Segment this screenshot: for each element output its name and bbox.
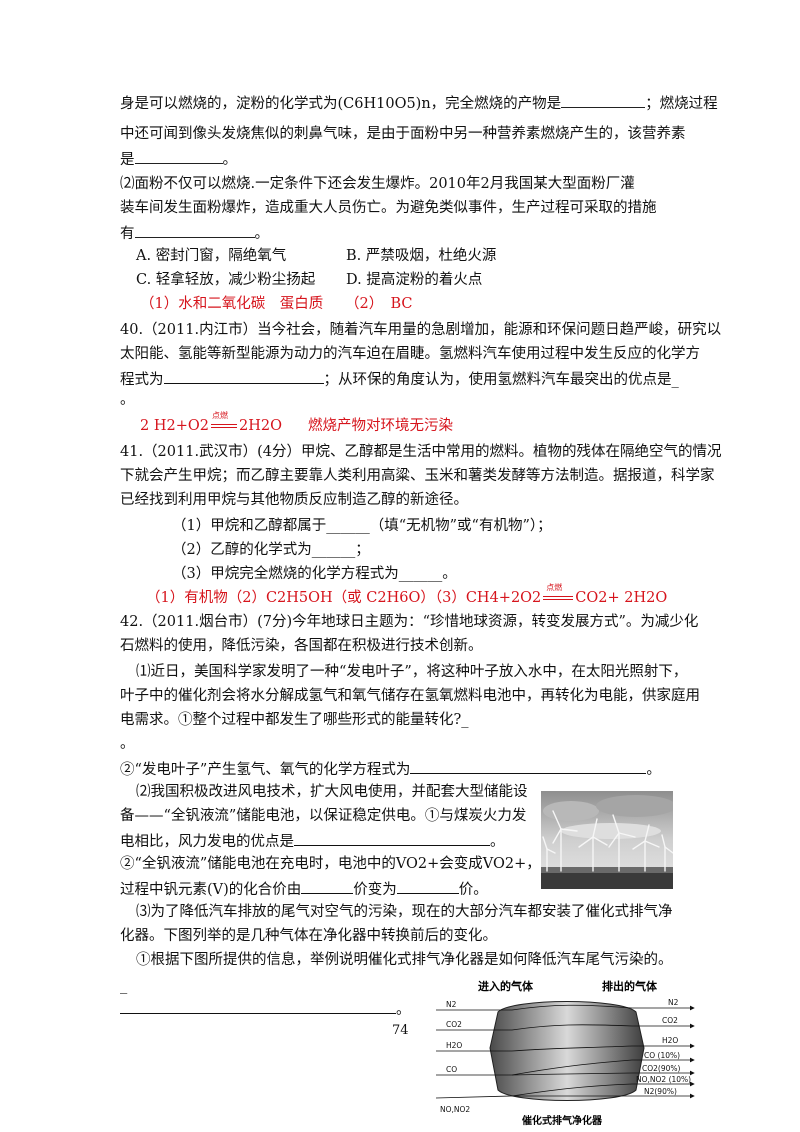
answer-blank[interactable] (134, 222, 255, 238)
answer-blank[interactable] (561, 92, 646, 108)
text: 。 (396, 1002, 411, 1018)
answer-blank[interactable] (301, 878, 354, 894)
input-h2o: H2O (446, 1041, 462, 1050)
text-line: 40.（2011.内江市）当今社会，随着汽车用量的急剧增加，能源和环保问题日趋严… (120, 322, 722, 338)
answer-blank[interactable] (294, 830, 490, 846)
text: 价变为 (353, 882, 397, 898)
reaction-arrow: 点燃 (541, 583, 575, 608)
text-line: 石燃料的使用，降低污染，各国都在积极进行技术创新。 (120, 638, 483, 654)
text-line: ⑴近日，美国科学家发明了一种“发电叶子”，将这种叶子放入水中，在太阳光照射下， (136, 664, 688, 680)
output-n2-converted: N2(90%) (644, 1087, 677, 1096)
text: 。 (490, 834, 505, 850)
text-line: 过程中钒元素(V)的化合价由 价变为 价。 (120, 878, 488, 900)
answer-blank[interactable] (410, 758, 647, 774)
option-b: B. 严禁吸烟，杜绝火源 (346, 248, 497, 264)
text: 电相比，风力发电的优点是 (120, 834, 294, 850)
text-line: （1）甲烷和乙醇都属于______（填“无机物”或“有机物”）； (172, 518, 552, 534)
output-h2o: H2O (662, 1036, 678, 1045)
text: 。 (646, 762, 661, 778)
option-a: A. 密封门窗，隔绝氧气 (136, 248, 287, 264)
text: 是 (120, 152, 135, 168)
page-number: 74 (392, 1023, 409, 1038)
text-line: 化器。下图列举的是几种气体在净化器中转换前后的变化。 (120, 928, 497, 944)
text-line: ⑵面粉不仅可以燃烧.一定条件下还会发生爆炸。2010年2月我国某大型面粉厂灌 (120, 176, 635, 192)
text-line: 叶子中的催化剂会将水分解成氢气和氧气储存在氢氧燃料电池中，再转化为电能，供家庭用 (120, 688, 700, 704)
text-line: _ (120, 978, 128, 994)
input-nox: NO,NO2 (440, 1105, 470, 1114)
input-co2: CO2 (446, 1020, 462, 1029)
text-line: （2）乙醇的化学式为______； (172, 542, 370, 558)
text-line: ⑵我国积极改进风电技术，扩大风电使用，并配套大型储能设 (136, 784, 528, 800)
catalytic-converter-diagram: 进入的气体 排出的气体 N2 CO2 H2O CO NO,NO2 N2 CO2 … (435, 979, 695, 1127)
answer-blank[interactable] (396, 878, 459, 894)
text-line: 。 (120, 998, 411, 1020)
answer-41: （1）有机物（2）C2H5OH（或 C2H6O）（3）CH4+2O2 点燃 CO2+… (146, 583, 668, 608)
text-line: 太阳能、氢能等新型能源为动力的汽车迫在眉睫。氢燃料汽车使用过程中发生反应的化学方 (120, 346, 700, 362)
answer-39: （1）水和二氧化碳 蛋白质 （2） BC (140, 296, 413, 312)
answer-blank[interactable] (120, 998, 396, 1014)
text-line: 42.（2011.烟台市）(7分)今年地球日主题为：“珍惜地球资源，转变发展方式… (120, 614, 699, 630)
reaction-arrow: 点燃 (209, 411, 239, 436)
text-line: 是。 (120, 148, 237, 170)
text: 程式为 (120, 372, 164, 388)
output-co2-converted: CO2(90%) (642, 1064, 681, 1073)
condition-label: 点燃 (546, 583, 563, 592)
text: 身是可以燃烧的，淀粉的化学式为(C6H10O5)n，完全燃烧的产物是 (120, 96, 562, 112)
input-n2: N2 (446, 1000, 457, 1009)
text-line: 装车间发生面粉爆炸，造成重大人员伤亡。为避免类似事件，生产过程可采取的措施 (120, 200, 657, 216)
text-line: 。 (120, 392, 135, 408)
answer-text: 燃烧产物对环境无污染 (307, 418, 453, 434)
answer-blank[interactable] (163, 368, 324, 384)
converter-body (489, 1001, 645, 1101)
text: ②“发电叶子”产生氢气、氧气的化学方程式为 (120, 762, 411, 778)
answer-blank[interactable] (134, 148, 223, 164)
text: ；从环保的角度认为，使用氢燃料汽车最突出的优点是_ (323, 372, 679, 388)
text-line: 程式为 ；从环保的角度认为，使用氢燃料汽车最突出的优点是_ (120, 368, 679, 390)
text-line: 备——“全钒液流”储能电池，以保证稳定供电。①与煤炭火力发 (120, 808, 527, 824)
equation-right: CO2+ 2H2O (575, 590, 668, 606)
text: 价。 (458, 882, 488, 898)
equation-left: 2 H2+O2 (140, 418, 209, 434)
output-co: CO (10%) (644, 1051, 680, 1060)
text-line: ②“发电叶子”产生氢气、氧气的化学方程式为 。 (120, 758, 661, 780)
text-line: （3）甲烷完全燃烧的化学方程式为______。 (172, 566, 457, 582)
text-line: 身是可以燃烧的，淀粉的化学式为(C6H10O5)n，完全燃烧的产物是 ；燃烧过程 (120, 92, 718, 114)
text-line: ⑶为了降低汽车排放的尾气对空气的污染，现在的大部分汽车都安装了催化式排气净 (136, 904, 673, 920)
option-c: C. 轻拿轻放，减少粉尘扬起 (136, 272, 316, 288)
text: ；燃烧过程 (645, 96, 718, 112)
text-line: 中还可闻到像头发烧焦似的刺鼻气味，是由于面粉中另一种营养素燃烧产生的，该营养素 (120, 126, 686, 142)
text-line: 电相比，风力发电的优点是 。 (120, 830, 505, 852)
text: 过程中钒元素(V)的化合价由 (120, 882, 302, 898)
outputs-heading: 排出的气体 (602, 979, 658, 993)
text-line: 电需求。①整个过程中都发生了哪些形式的能量转化?_ (120, 712, 469, 728)
equation-left: （1）有机物（2）C2H5OH（或 C2H6O）（3）CH4+2O2 (146, 590, 542, 606)
input-co: CO (446, 1065, 457, 1074)
output-co2: CO2 (662, 1016, 678, 1025)
text-line: 41.（2011.武汉市）(4分）甲烷、乙醇都是生活中常用的燃料。植物的残体在隔… (120, 444, 722, 460)
text-line: 下就会产生甲烷；而乙醇主要靠人类利用高粱、玉米和薯类发酵等方法制造。据报道，科学… (120, 468, 715, 484)
text-line: 已经找到利用甲烷与其他物质反应制造乙醇的新途径。 (120, 492, 468, 508)
text: 。 (254, 226, 270, 242)
equation-right: 2H2O (238, 418, 282, 434)
inputs-heading: 进入的气体 (478, 979, 534, 993)
condition-label: 点燃 (211, 411, 228, 420)
wind-turbine-photo (541, 791, 673, 889)
diagram-caption: 催化式排气净化器 (522, 1114, 603, 1127)
text-line: ②“全钒液流”储能电池在充电时，电池中的VO2+会变成VO2+，这个 (120, 856, 570, 872)
text: 有 (120, 226, 135, 242)
output-n2: N2 (668, 998, 679, 1007)
text-line: 有。 (120, 222, 269, 244)
text: 。 (222, 152, 238, 168)
option-d: D. 提高淀粉的着火点 (346, 272, 483, 288)
text-line: ①根据下图所提供的信息，举例说明催化式排气净化器是如何降低汽车尾气污染的。 (136, 952, 673, 968)
text-line: 。 (120, 736, 135, 752)
output-nox: NO,NO2 (10%) (636, 1075, 691, 1084)
